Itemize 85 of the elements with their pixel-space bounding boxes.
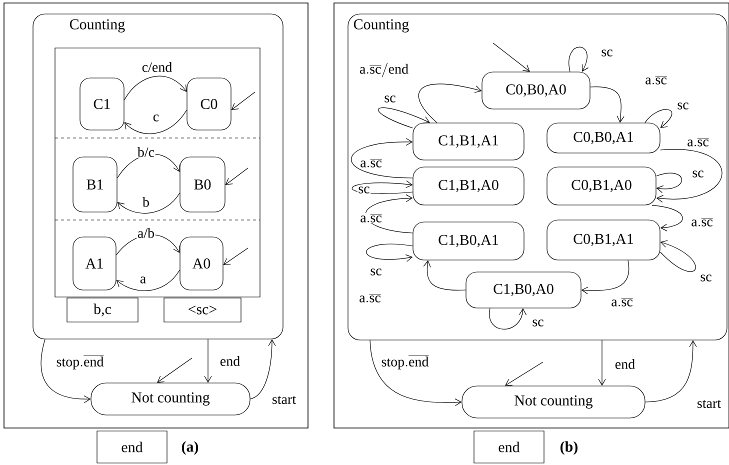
edge-label: b xyxy=(142,196,150,208)
arrow xyxy=(645,340,697,402)
arrow xyxy=(423,260,466,291)
arrow xyxy=(378,108,430,128)
edge-label: $\mathrm{a.}\overline{\mathrm{sc}}$ xyxy=(610,296,634,308)
output-box: end xyxy=(474,430,544,464)
panel-label: (b) xyxy=(560,441,578,455)
arrow xyxy=(124,110,187,134)
arrow xyxy=(652,205,683,232)
arrow xyxy=(117,192,180,214)
state-box: C0,B0,A0 xyxy=(482,72,590,110)
state-box: Not counting xyxy=(90,382,250,416)
arrow xyxy=(124,76,187,100)
arrow xyxy=(418,84,482,123)
arrow xyxy=(366,244,413,262)
edge-label: $\mathrm{a.}\overline{\mathrm{sc}}$ xyxy=(358,292,382,304)
edge-label: $\mathrm{a.}\overline{\mathrm{sc}}$ xyxy=(359,212,383,224)
state-box: C1 xyxy=(80,78,124,130)
state-box: A0 xyxy=(180,236,224,290)
edge-label: sc xyxy=(699,274,713,282)
state-box: C1,B1,A1 xyxy=(412,122,524,160)
edge-label: sc xyxy=(383,94,397,104)
edge-label: $\mathrm{a.}\overline{\mathrm{sc}}$ xyxy=(644,74,668,86)
edge-label: b/c xyxy=(136,146,156,158)
edge-label: sc xyxy=(357,186,371,194)
event-box: <sc> xyxy=(164,298,242,322)
arrow xyxy=(598,340,606,386)
arrow xyxy=(644,109,672,128)
arrow xyxy=(231,92,256,110)
arrow xyxy=(370,340,462,406)
edge-label: c xyxy=(152,114,160,122)
state-box: C0,B0,A1 xyxy=(546,122,660,154)
edge-label: a xyxy=(139,276,147,284)
arrow xyxy=(204,339,212,383)
arrow xyxy=(656,172,682,193)
edge-label: end xyxy=(219,355,241,367)
arrow xyxy=(223,248,248,265)
state-box: C0,B1,A0 xyxy=(546,166,656,206)
arrow xyxy=(157,358,192,383)
edge-label: sc xyxy=(369,268,383,276)
edge-label: start xyxy=(696,399,722,409)
output-box: end xyxy=(96,430,168,464)
arrow xyxy=(568,46,589,72)
edge-label: $\mathrm{stop.}\overline{\mathrm{end}}$ xyxy=(55,354,105,370)
edge-label: c/end xyxy=(141,61,173,73)
arrow xyxy=(351,138,413,178)
arrow xyxy=(492,42,530,72)
arrow xyxy=(250,339,276,400)
arrow xyxy=(116,234,180,256)
region-box xyxy=(54,48,260,298)
state-box: B0 xyxy=(180,156,226,212)
arrow xyxy=(40,339,91,403)
state-box: C1,B1,A0 xyxy=(412,166,524,206)
edge-label: sc xyxy=(600,48,614,58)
arrow xyxy=(590,86,624,123)
edge-label: a/b xyxy=(136,227,156,239)
edge-label: sc xyxy=(691,170,705,178)
state-box: C1,B0,A0 xyxy=(466,272,582,308)
event-box: b,c xyxy=(66,298,138,322)
arrow xyxy=(505,362,544,386)
edge-label: start xyxy=(271,395,297,405)
edge-label: $\mathrm{a.}\overline{\mathrm{sc}}\mathrm{/end}$ xyxy=(358,62,410,78)
arrow xyxy=(489,308,527,330)
state-box: C0 xyxy=(186,78,232,130)
edge-label: sc xyxy=(676,102,690,110)
edge-label: end xyxy=(614,358,636,370)
arrow xyxy=(365,194,413,234)
state-box: C1,B0,A1 xyxy=(412,222,524,260)
state-box: A1 xyxy=(72,236,116,290)
arrow xyxy=(660,240,696,272)
panel-label: (a) xyxy=(182,441,198,455)
edge-label: $\mathrm{a.}\overline{\mathrm{sc}}$ xyxy=(359,158,383,168)
arrow xyxy=(352,180,413,194)
state-box: C0,B1,A1 xyxy=(546,220,660,260)
state-box: Not counting xyxy=(462,386,646,418)
edge-label: sc xyxy=(531,318,545,328)
edge-label: $\mathrm{stop.}\overline{\mathrm{end}}$ xyxy=(380,354,430,370)
arrow xyxy=(581,260,630,294)
edge-label: $\mathrm{a.}\overline{\mathrm{sc}}$ xyxy=(686,136,710,148)
arrow xyxy=(116,270,180,292)
arrow xyxy=(225,168,248,185)
edge-label: $\mathrm{a.}\overline{\mathrm{sc}}$ xyxy=(690,216,714,228)
arrow xyxy=(117,154,180,178)
arrow xyxy=(656,149,722,203)
state-box: B1 xyxy=(72,156,118,212)
